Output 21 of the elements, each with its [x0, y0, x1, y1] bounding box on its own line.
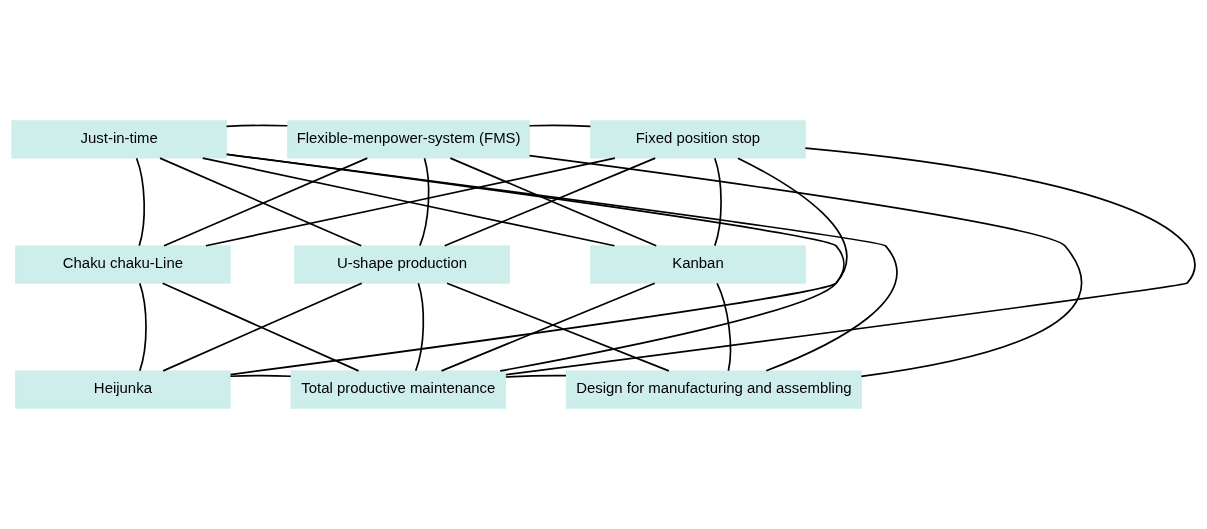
node-box: Design for manufacturing and assembling: [565, 370, 862, 409]
connector: [505, 374, 567, 378]
node-box: Total productive maintenance: [290, 370, 507, 409]
connector: [414, 282, 425, 372]
connector: [528, 154, 1083, 378]
node-box: U-shape production: [294, 245, 510, 284]
node-box: Heijunka: [15, 370, 231, 409]
connector: [419, 157, 430, 247]
connector: [505, 147, 1196, 376]
node-box: Kanban: [590, 245, 806, 284]
node-box: Fixed position stop: [590, 120, 806, 159]
connector: [716, 282, 732, 372]
node-box: Chaku chaku-Line: [15, 245, 231, 284]
node-box: Flexible-menpower-system (FMS): [287, 120, 530, 159]
node-box: Just-in-time: [11, 120, 227, 159]
connector: [714, 157, 722, 247]
connector: [138, 282, 147, 372]
connector: [135, 157, 146, 247]
connector: [528, 124, 592, 128]
connector: [225, 124, 289, 128]
connector: [229, 374, 292, 378]
